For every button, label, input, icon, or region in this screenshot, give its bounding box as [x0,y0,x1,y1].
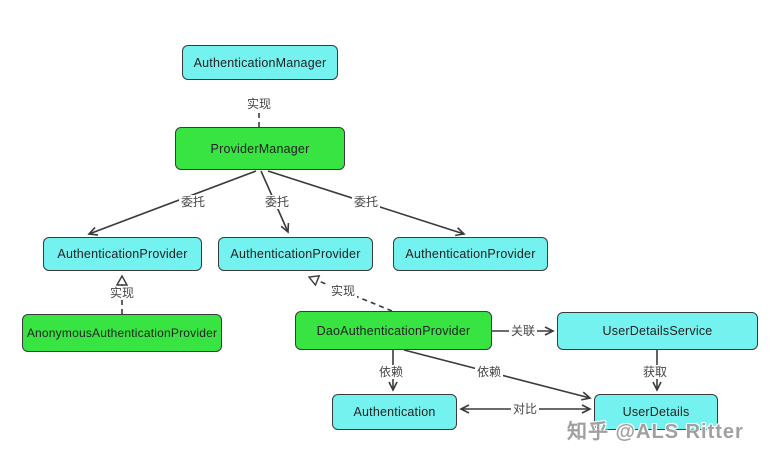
edge-delegate-left [87,170,257,236]
node-authentication-provider-right: AuthenticationProvider [393,237,548,271]
edge-label-realize-dao: 实现 [328,284,358,298]
edge-label-associate: 关联 [508,324,538,338]
watermark: 知乎 @ALS Ritter [567,421,744,443]
edge-label-realize-anonymous: 实现 [107,286,137,300]
edge-label-delegate-right: 委托 [351,195,381,209]
node-user-details-service: UserDetailsService [557,312,758,350]
node-authentication-provider-left: AuthenticationProvider [43,237,202,271]
node-user-details: UserDetails [594,394,718,430]
edge-label-get: 获取 [640,365,670,379]
node-anonymous-authentication-provider: AnonymousAuthenticationProvider [22,314,222,352]
node-authentication-manager: AuthenticationManager [182,45,338,80]
edge-label-compare: 对比 [510,402,540,416]
edge-label-delegate-left: 委托 [178,195,208,209]
node-authentication: Authentication [332,394,457,430]
edge-label-realize-providermanager: 实现 [244,97,274,111]
edge-label-depend-userdetails: 依赖 [474,365,504,379]
node-provider-manager: ProviderManager [175,127,345,170]
edge-label-delegate-middle: 委托 [262,195,292,209]
edge-realize-dao [307,274,393,312]
edge-label-depend-authentication: 依赖 [376,365,406,379]
node-dao-authentication-provider: DaoAuthenticationProvider [295,311,492,350]
node-authentication-provider-middle: AuthenticationProvider [218,237,373,271]
